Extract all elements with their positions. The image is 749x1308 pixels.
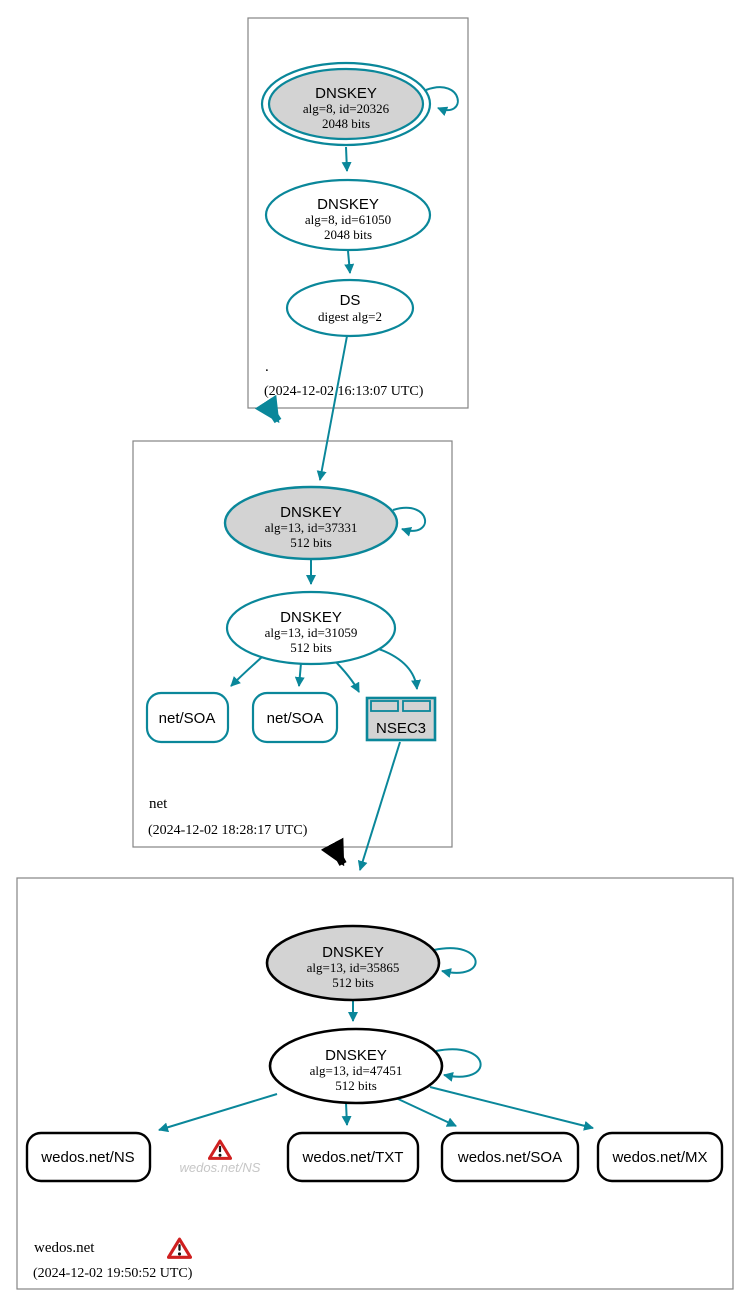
nsec3-to-wedos-edge — [357, 741, 401, 871]
net-ksk-detail2: 512 bits — [290, 535, 332, 550]
net-zsk-detail1: alg=13, id=31059 — [265, 625, 358, 640]
net-zsk-detail2: 512 bits — [290, 640, 332, 655]
net-soa-rrset-node-1[interactable]: net/SOA — [145, 691, 230, 744]
net-zsk-to-soa2-edge — [294, 662, 305, 687]
wedos-ns-label: wedos.net/NS — [40, 1149, 134, 1166]
net-soa2-box[interactable] — [251, 691, 339, 744]
wedos-ns-rrset-node[interactable]: wedos.net/NS — [25, 1131, 152, 1183]
wedos-ksk-ellipse[interactable] — [265, 924, 441, 1002]
wedos-soa-label: wedos.net/SOA — [457, 1149, 562, 1166]
root-zone-timestamp: (2024-12-02 16:13:07 UTC) — [264, 384, 424, 399]
net-zsk-title: DNSKEY — [280, 609, 342, 626]
wedos-ns-box[interactable] — [25, 1131, 152, 1183]
wedos-zsk-detail1: alg=13, id=47451 — [310, 1063, 403, 1078]
root-ksk-detail1: alg=8, id=20326 — [303, 101, 390, 116]
root-zsk-title: DNSKEY — [317, 196, 379, 213]
wedos-zsk-self-loop-edge — [435, 1048, 482, 1082]
wedos-ns-warning-label: wedos.net/NS — [180, 1160, 261, 1175]
wedos-ksk-node[interactable]: DNSKEY alg=13, id=35865 512 bits — [265, 924, 441, 1002]
net-zsk-ellipse[interactable] — [225, 590, 397, 666]
wedos-mx-label: wedos.net/MX — [611, 1149, 707, 1166]
net-zone-timestamp: (2024-12-02 18:28:17 UTC) — [148, 823, 308, 838]
root-ds-node[interactable]: DS digest alg=2 — [285, 278, 415, 338]
wedos-ns-warning-group: wedos.net/NS — [180, 1139, 261, 1175]
wedos-txt-rrset-node[interactable]: wedos.net/TXT — [286, 1131, 420, 1183]
wedos-zsk-title: DNSKEY — [325, 1047, 387, 1064]
net-zsk-to-nsec3-edge-top — [375, 647, 422, 690]
wedos-ksk-title: DNSKEY — [322, 944, 384, 961]
root-ksk-inner-ring[interactable] — [267, 67, 425, 141]
root-ds-ellipse[interactable] — [285, 278, 415, 338]
wedos-zsk-ellipse[interactable] — [268, 1027, 444, 1105]
wedos-ksk-detail1: alg=13, id=35865 — [307, 960, 400, 975]
net-zsk-to-soa1-edge — [230, 656, 263, 687]
root-to-net-delegation-arrow — [254, 394, 282, 424]
root-ds-detail1: digest alg=2 — [318, 309, 382, 324]
nsec3-cell-1 — [370, 700, 399, 712]
wedos-zsk-to-soa-edge — [395, 1097, 457, 1127]
net-ksk-detail1: alg=13, id=37331 — [265, 520, 358, 535]
wedos-ksk-self-loop-edge — [433, 947, 477, 978]
root-zsk-detail2: 2048 bits — [324, 227, 372, 242]
nsec3-label: NSEC3 — [376, 720, 426, 737]
root-ksk-title: DNSKEY — [315, 85, 377, 102]
net-to-wedos-delegation-arrow — [320, 837, 347, 867]
nsec3-cell-2 — [402, 700, 431, 712]
root-zsk-ellipse[interactable] — [264, 178, 432, 252]
wedos-zsk-to-mx-edge — [429, 1086, 594, 1131]
net-soa2-label: net/SOA — [267, 710, 324, 727]
net-ksk-title: DNSKEY — [280, 504, 342, 521]
root-zsk-to-ds-edge — [344, 250, 355, 274]
root-ksk-self-loop-edge — [425, 86, 459, 116]
wedos-mx-box[interactable] — [596, 1131, 724, 1183]
root-zsk-node[interactable]: DNSKEY alg=8, id=61050 2048 bits — [264, 178, 432, 252]
root-ds-title: DS — [340, 292, 361, 309]
root-ksk-node[interactable]: DNSKEY alg=8, id=20326 2048 bits — [260, 61, 432, 147]
wedos-soa-box[interactable] — [440, 1131, 580, 1183]
net-ksk-node[interactable]: DNSKEY alg=13, id=37331 512 bits — [223, 485, 399, 561]
net-soa-rrset-node-2[interactable]: net/SOA — [251, 691, 339, 744]
nsec3-node[interactable]: NSEC3 — [365, 696, 437, 742]
wedos-mx-rrset-node[interactable]: wedos.net/MX — [596, 1131, 724, 1183]
root-ksk-to-zsk-edge — [341, 146, 352, 172]
net-ksk-ellipse[interactable] — [223, 485, 399, 561]
wedos-zsk-node[interactable]: DNSKEY alg=13, id=47451 512 bits — [268, 1027, 444, 1105]
net-ksk-self-loop-edge — [392, 506, 427, 537]
wedos-zsk-to-txt-edge — [341, 1102, 352, 1126]
wedos-zone-timestamp: (2024-12-02 19:50:52 UTC) — [33, 1266, 193, 1281]
wedos-soa-rrset-node[interactable]: wedos.net/SOA — [440, 1131, 580, 1183]
wedos-zone-label: wedos.net — [34, 1240, 95, 1256]
wedos-txt-box[interactable] — [286, 1131, 420, 1183]
wedos-ksk-detail2: 512 bits — [332, 975, 374, 990]
net-zsk-node[interactable]: DNSKEY alg=13, id=31059 512 bits — [225, 590, 397, 666]
root-zsk-detail1: alg=8, id=61050 — [305, 212, 391, 227]
net-zone-label: net — [149, 796, 168, 812]
root-ksk-detail2: 2048 bits — [322, 116, 370, 131]
wedos-zsk-to-ns-edge — [158, 1093, 278, 1133]
root-zone-label: . — [265, 359, 269, 375]
net-soa1-label: net/SOA — [159, 710, 216, 727]
ds-to-net-ksk-edge — [316, 335, 348, 481]
wedos-zsk-detail2: 512 bits — [335, 1078, 377, 1093]
net-soa1-box[interactable] — [145, 691, 230, 744]
wedos-txt-label: wedos.net/TXT — [302, 1149, 404, 1166]
